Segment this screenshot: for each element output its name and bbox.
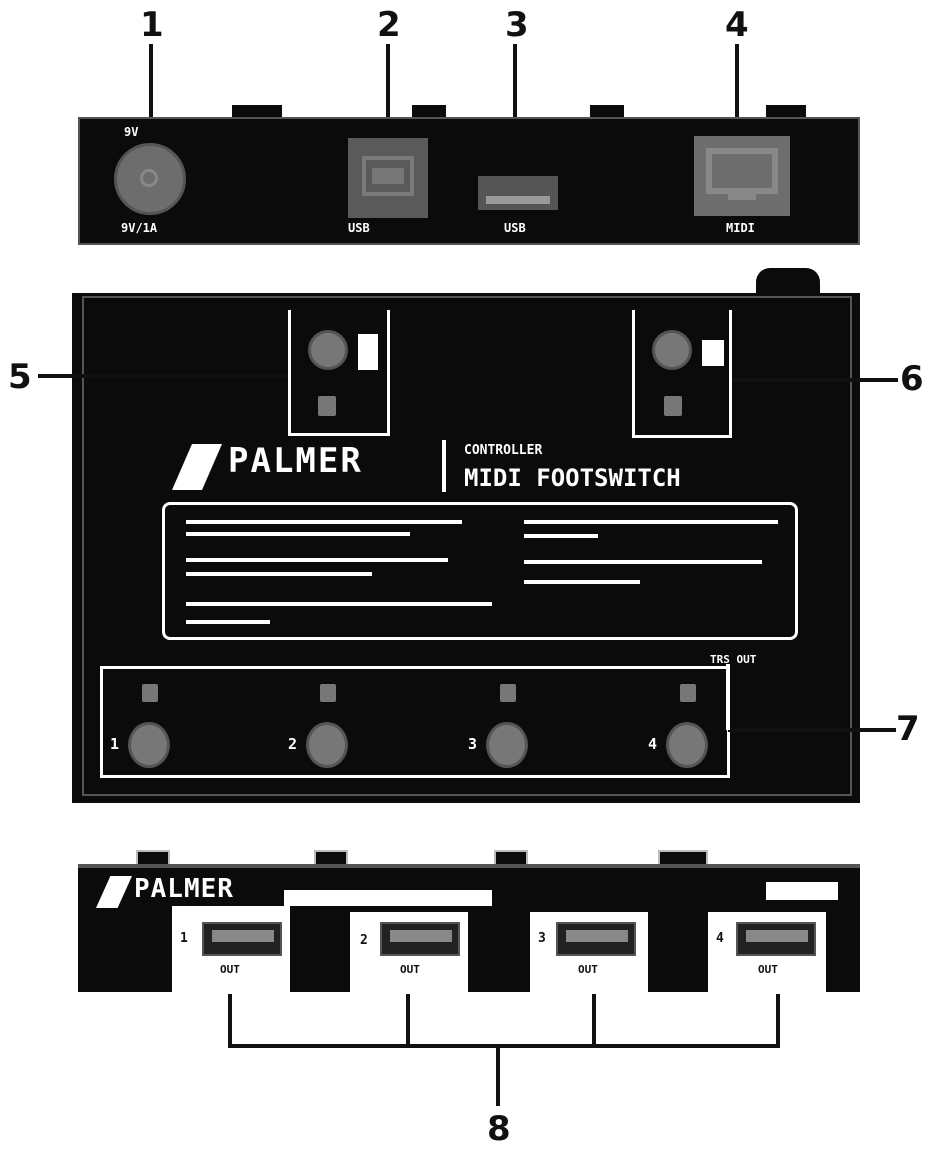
leader-line-3: [513, 44, 517, 160]
leader-line-8-tick-4: [776, 994, 780, 1048]
info-text-line: [186, 572, 372, 576]
usb-a-label: USB: [504, 221, 526, 235]
knob-6-icon[interactable]: [652, 330, 692, 370]
callout-6: 6: [900, 359, 924, 399]
leader-line-2: [386, 44, 390, 134]
leader-line-4: [735, 44, 739, 130]
rear-panel-tab: [590, 105, 624, 119]
footswitch-led-3-icon: [500, 684, 516, 702]
info-text-line: [186, 558, 448, 562]
footswitch-number-2: 2: [288, 735, 298, 753]
leader-line-8-bar: [228, 1044, 780, 1048]
brand-name: PALMER: [228, 441, 363, 481]
info-text-line: [186, 520, 462, 524]
callout-8: 8: [487, 1109, 511, 1149]
rear-panel-tab: [412, 105, 446, 119]
front-model-strip: [284, 890, 492, 906]
output-label-2: OUT: [400, 963, 420, 976]
footswitch-3-icon[interactable]: [486, 722, 528, 768]
front-corner-label: [766, 882, 838, 900]
info-text-line: [524, 534, 598, 538]
leader-line-1: [149, 44, 153, 144]
led-6-icon: [664, 396, 682, 416]
leader-line-5: [38, 374, 292, 378]
output-port-2-tongue: [390, 930, 452, 942]
rear-panel-frame: [78, 117, 860, 245]
leader-line-8-tick-3: [592, 994, 596, 1048]
info-text-line: [524, 580, 640, 584]
output-label-3: OUT: [578, 963, 598, 976]
footswitch-1-icon[interactable]: [128, 722, 170, 768]
rj45-socket: [706, 148, 778, 194]
product-name: MIDI FOOTSWITCH: [464, 464, 681, 492]
rj45-clip: [728, 190, 756, 200]
output-label-4: OUT: [758, 963, 778, 976]
usb-a-tongue: [486, 196, 550, 204]
output-port-3-tongue: [566, 930, 628, 942]
power-jack-pin-icon: [140, 169, 158, 187]
footswitch-number-4: 4: [648, 735, 658, 753]
section-5-bracket: [288, 310, 390, 436]
brand-divider: [442, 440, 446, 492]
rear-panel-tab: [232, 105, 282, 119]
display-5: [358, 334, 378, 370]
output-number-3: 3: [538, 931, 546, 946]
footswitch-4-icon[interactable]: [666, 722, 708, 768]
info-text-line: [186, 532, 410, 536]
leader-line-8-tick-1: [228, 994, 232, 1048]
rj45-label: MIDI: [726, 221, 755, 235]
usb-b-socket-inner: [372, 168, 404, 184]
section-6-bracket: [632, 310, 732, 438]
footswitch-2-icon[interactable]: [306, 722, 348, 768]
callout-2: 2: [377, 5, 401, 45]
footswitch-led-4-icon: [680, 684, 696, 702]
callout-5: 5: [8, 357, 32, 397]
output-label-1: OUT: [220, 963, 240, 976]
rear-panel-tab: [766, 105, 806, 119]
power-bottom-label: 9V/1A: [121, 221, 158, 235]
leader-line-8-stem: [496, 1044, 500, 1106]
display-6: [702, 340, 724, 366]
usb-b-label: USB: [348, 221, 370, 235]
output-number-2: 2: [360, 933, 368, 948]
front-brand-name: PALMER: [134, 874, 234, 904]
info-box: [162, 502, 798, 640]
bank-label: TRS OUT: [710, 653, 757, 666]
leader-line-7: [728, 728, 896, 732]
output-port-1-tongue: [212, 930, 274, 942]
callout-4: 4: [725, 5, 749, 45]
footswitch-led-2-icon: [320, 684, 336, 702]
callout-7: 7: [896, 709, 920, 749]
callout-1: 1: [140, 5, 164, 45]
leader-line-8-tick-2: [406, 994, 410, 1048]
usb-a-port-icon[interactable]: [478, 176, 558, 210]
info-text-line: [524, 520, 778, 524]
led-5-icon: [318, 396, 336, 416]
footswitch-number-1: 1: [110, 735, 120, 753]
callout-3: 3: [505, 5, 529, 45]
output-number-1: 1: [180, 931, 188, 946]
footswitch-number-3: 3: [468, 735, 478, 753]
section-7-bracket: [100, 666, 730, 778]
main-panel-frame: [82, 296, 852, 796]
info-text-line: [186, 620, 270, 624]
footswitch-led-1-icon: [142, 684, 158, 702]
usb-b-socket: [362, 156, 414, 196]
output-port-4-tongue: [746, 930, 808, 942]
info-text-line: [186, 602, 492, 606]
leader-line-7-vertical: [726, 664, 730, 730]
power-top-label: 9V: [124, 125, 139, 139]
knob-5-icon[interactable]: [308, 330, 348, 370]
info-text-line: [524, 560, 762, 564]
front-panel-edge: [78, 864, 860, 868]
output-number-4: 4: [716, 931, 724, 946]
leader-line-6: [730, 378, 898, 382]
product-line: CONTROLLER: [464, 443, 543, 458]
